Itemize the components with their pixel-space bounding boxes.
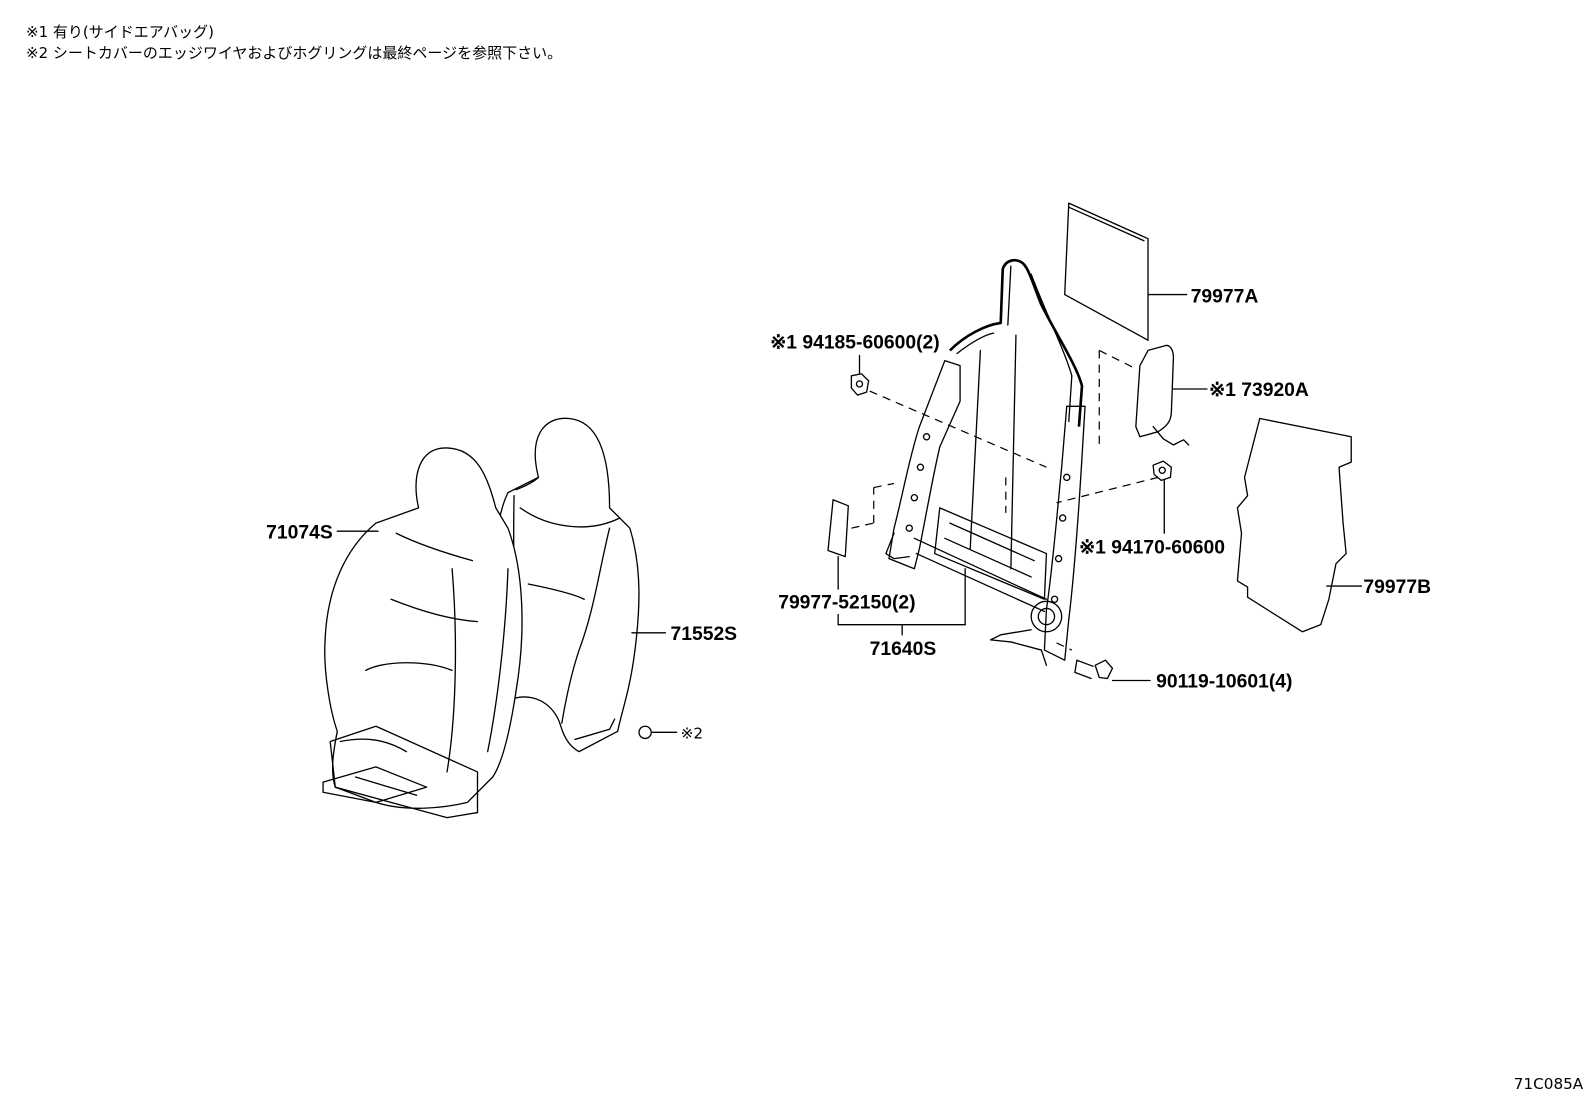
label-79977A: 79977A	[1191, 287, 1259, 308]
seat-rail-detail	[339, 738, 418, 796]
label-79977-52150: 79977-52150(2)	[778, 592, 915, 613]
assembly-lines	[851, 349, 1159, 651]
seat-back-cover-edge	[513, 495, 616, 741]
frame-wire	[969, 334, 1017, 570]
bolt-90119	[1074, 659, 1151, 682]
seat-back-frame	[885, 258, 1086, 666]
frame-cross-panel	[934, 507, 1048, 600]
recliner	[885, 532, 1063, 666]
label-94185-60600: ※1 94185-60600(2)	[770, 332, 940, 353]
pad-79977B	[1236, 417, 1363, 633]
hog-ring-icon	[638, 725, 652, 740]
seat-rail	[322, 725, 479, 819]
label-ref2: ※2	[681, 724, 703, 742]
side-airbag-73920A	[1135, 344, 1208, 446]
frame-right-side	[1043, 405, 1086, 661]
note-2: ※2 シートカバーのエッジワイヤおよびホグリングは最終ページを参照下さい。	[26, 44, 563, 62]
seat-back-assembly	[322, 417, 640, 819]
label-94170-60600: ※1 94170-60600	[1079, 538, 1225, 559]
frame-pipe-inner	[956, 265, 1073, 423]
label-71640S: 71640S	[870, 639, 937, 660]
label-71552S: 71552S	[671, 624, 738, 645]
frame-left-side	[888, 359, 961, 570]
nut-94170	[1152, 460, 1173, 534]
pad-79977-52150	[827, 499, 849, 558]
seat-back-front-seams	[365, 532, 509, 773]
label-73920A: ※1 73920A	[1209, 380, 1309, 401]
hog-ring-reference	[638, 725, 678, 740]
drawing-code: 71C085A	[1514, 1075, 1584, 1093]
label-90119-10601: 90119-10601(4)	[1156, 672, 1292, 693]
note-1: ※1 有り(サイドエアバッグ)	[26, 23, 214, 41]
seat-back-cover-trim	[515, 476, 621, 724]
label-79977B: 79977B	[1363, 577, 1431, 598]
frame-holes	[905, 433, 1071, 603]
leader-lines	[336, 354, 966, 636]
frame-cross-bar	[913, 537, 1048, 613]
notes: ※1 有り(サイドエアバッグ) ※2 シートカバーのエッジワイヤおよびホグリング…	[26, 22, 562, 64]
label-71074S: 71074S	[266, 522, 333, 543]
nut-94185	[850, 373, 870, 396]
frame-pipe	[948, 258, 1084, 427]
seat-back-front-outline	[324, 447, 523, 809]
pad-79977A	[1064, 202, 1188, 341]
